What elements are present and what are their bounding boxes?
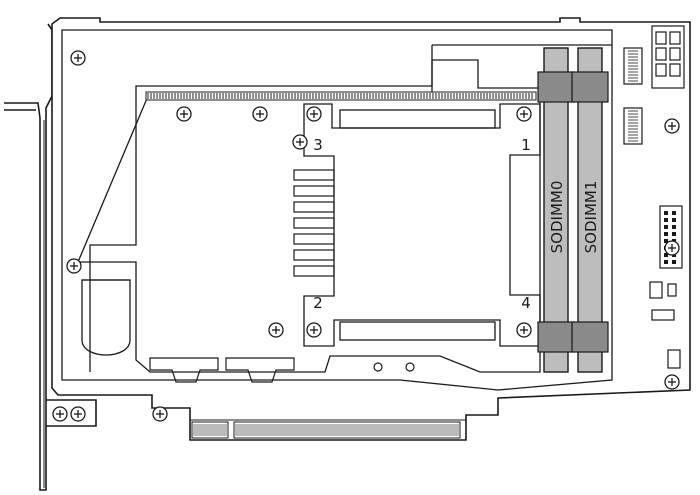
sodimm0-latch-top[interactable] — [537, 71, 575, 103]
screw-icon — [516, 106, 532, 122]
pin-header — [659, 205, 683, 269]
battery-holder — [81, 279, 131, 356]
screw-icon — [66, 258, 82, 274]
screw-icon — [664, 118, 680, 134]
sodimm0-latch-bottom[interactable] — [537, 321, 575, 353]
screws — [52, 50, 680, 422]
screw-icon — [664, 374, 680, 390]
sodimm-slots — [537, 47, 609, 373]
sodimm1-latch-bottom[interactable] — [571, 321, 609, 353]
bracket-corner-label-4: 4 — [521, 294, 531, 312]
sodimm1-slot — [571, 47, 609, 373]
top-pin-strip — [145, 91, 537, 101]
board-outline — [51, 17, 691, 441]
bracket-corner-label-2: 2 — [313, 294, 323, 312]
sodimm1-label: SODIMM1 — [582, 181, 600, 254]
screw-icon — [306, 322, 322, 338]
bracket-corner-label-3: 3 — [313, 136, 323, 154]
screw-icon — [306, 106, 322, 122]
screw-icon — [70, 406, 86, 422]
screw-icon — [70, 50, 86, 66]
screw-icon — [252, 106, 268, 122]
module-bracket — [303, 103, 541, 347]
sodimm0-label: SODIMM0 — [548, 181, 566, 254]
screw-icon — [176, 106, 192, 122]
screw-icon — [292, 134, 308, 150]
heatsink-cover — [77, 59, 541, 373]
jumper-block — [649, 281, 663, 299]
sodimm0-slot — [537, 47, 575, 373]
screw-icon — [516, 322, 532, 338]
screw-icon — [52, 406, 68, 422]
sodimm1-latch-top[interactable] — [571, 71, 609, 103]
fan-header — [651, 309, 675, 321]
bracket-corner-label-1: 1 — [521, 136, 531, 154]
screw-icon — [268, 322, 284, 338]
bottom-connectors — [149, 357, 415, 383]
small-latch — [667, 349, 681, 369]
screw-icon — [664, 240, 680, 256]
screw-icon — [152, 406, 168, 422]
pcie-edge-connector — [191, 421, 461, 439]
heatsink-fins — [293, 169, 335, 277]
